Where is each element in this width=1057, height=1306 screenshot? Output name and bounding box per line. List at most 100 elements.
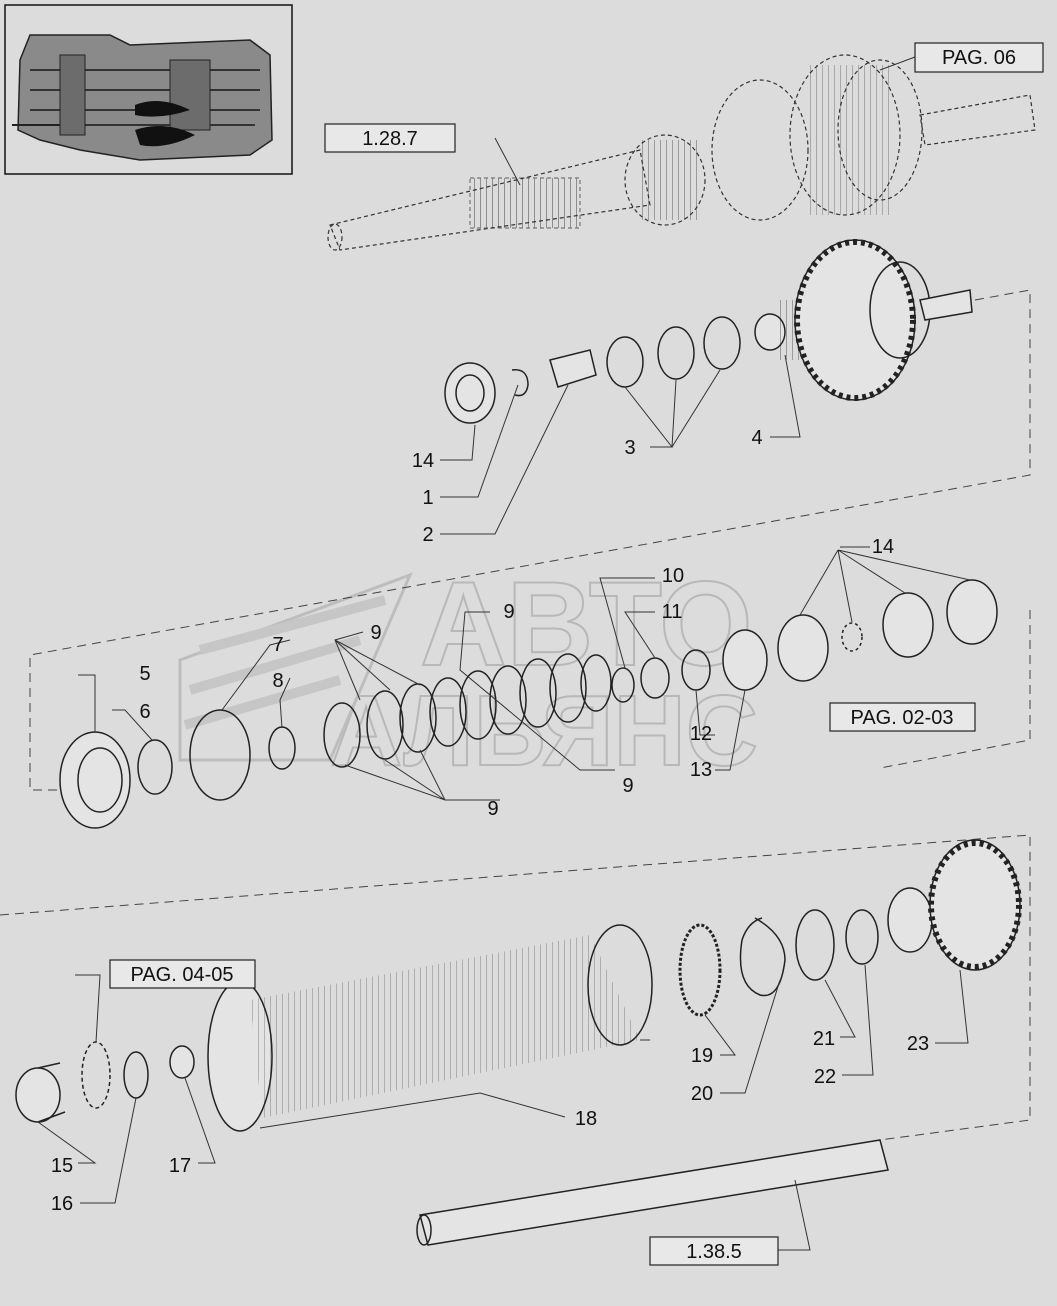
callout-5[interactable]: 5	[139, 663, 150, 685]
gear-23-teeth	[928, 840, 1022, 970]
drum-output-shaft	[919, 94, 1036, 146]
callout-22[interactable]: 22	[814, 1066, 836, 1088]
ref-box-pag0203[interactable]: PAG. 02-03	[829, 702, 976, 732]
ref-box-pag06-frame	[914, 42, 1044, 73]
callout-6[interactable]: 6	[139, 701, 150, 723]
callout-9-bottom-left[interactable]: 9	[487, 798, 498, 820]
output-shaft	[419, 1139, 889, 1246]
callout-9-bottom-right[interactable]: 9	[622, 775, 633, 797]
ref-box-1287-frame	[324, 123, 456, 153]
highlighted-clutch-area	[135, 101, 195, 147]
ref-box-pag0203-frame	[829, 702, 976, 732]
disc-9f	[489, 665, 527, 735]
gear-4-shaft	[919, 289, 973, 321]
clutch-plate-18-last	[587, 924, 653, 1046]
callout-15[interactable]: 15	[51, 1155, 73, 1177]
clutch-pack-parts	[59, 579, 998, 829]
disc-9e	[459, 670, 497, 740]
bearing-15-edges	[37, 1062, 66, 1123]
seal-5-inner	[77, 747, 123, 813]
leader-lines	[37, 56, 971, 1251]
ref-box-pag06[interactable]: PAG. 06	[914, 42, 1044, 73]
callout-23[interactable]: 23	[907, 1033, 929, 1055]
callout-1[interactable]: 1	[422, 487, 433, 509]
transmission-section-b	[169, 59, 211, 131]
bearing-14d	[946, 579, 998, 645]
shim-3b	[657, 326, 695, 380]
callout-3[interactable]: 3	[624, 437, 635, 459]
snap-ring-1	[511, 369, 529, 397]
ref-pag0405-text: PAG. 04-05	[130, 964, 233, 986]
lower-clutch-parts	[15, 839, 1022, 1246]
callout-12[interactable]: 12	[690, 723, 712, 745]
ref-box-1385-frame	[649, 1236, 779, 1266]
hub-23	[887, 887, 933, 953]
output-shaft-end	[416, 1214, 432, 1246]
ref-1287-text: 1.28.7	[362, 128, 418, 150]
ref-pag06-text: PAG. 06	[942, 47, 1016, 69]
callout-9-top-right[interactable]: 9	[503, 601, 514, 623]
callout-16[interactable]: 16	[51, 1193, 73, 1215]
shim-pag0405	[81, 1041, 111, 1109]
callout-4[interactable]: 4	[751, 427, 762, 449]
snap-ring-20	[739, 917, 786, 997]
disc-9h	[549, 653, 587, 723]
nut-17	[169, 1045, 195, 1079]
bearing-14b	[841, 622, 863, 652]
bearing-14a	[777, 614, 829, 682]
bearing-14c	[882, 592, 934, 658]
bushing-2	[549, 349, 597, 388]
disc-9a	[323, 702, 361, 768]
transmission-thumbnail[interactable]	[4, 4, 293, 175]
input-shaft-assembly	[327, 54, 1036, 251]
callout-19[interactable]: 19	[691, 1045, 713, 1067]
callout-18[interactable]: 18	[575, 1108, 597, 1130]
callout-21[interactable]: 21	[813, 1028, 835, 1050]
watermark-logo-stripes	[183, 595, 387, 730]
ref-box-1385[interactable]: 1.38.5	[649, 1236, 779, 1266]
ring-21	[795, 909, 835, 981]
callout-7[interactable]: 7	[272, 634, 283, 656]
bearing-14-upper	[444, 362, 496, 424]
callout-8[interactable]: 8	[272, 670, 283, 692]
assembly-outline-lines	[0, 289, 1031, 1141]
ref-1385-text: 1.38.5	[686, 1241, 742, 1263]
ring-8	[268, 726, 296, 770]
ref-box-pag0405[interactable]: PAG. 04-05	[109, 959, 256, 989]
seal-5	[59, 731, 131, 829]
callout-2[interactable]: 2	[422, 524, 433, 546]
transmission-internals	[30, 69, 260, 126]
watermark-line1: АВТО	[420, 557, 752, 691]
ring-22	[845, 909, 879, 965]
transmission-section-a	[59, 54, 86, 136]
callout-11[interactable]: 11	[662, 601, 683, 623]
watermark: АВТО АЛЬЯНС	[178, 556, 759, 788]
disc-9i	[580, 654, 612, 712]
ring-6	[137, 739, 173, 795]
ring-7	[189, 709, 251, 801]
snap-ring-16	[123, 1051, 149, 1099]
upper-shaft-parts	[444, 239, 973, 424]
bearing-14-upper-inner	[455, 374, 485, 412]
disc-9g	[519, 658, 557, 728]
callout-14-upper[interactable]: 14	[412, 450, 434, 472]
ref-pag0203-text: PAG. 02-03	[850, 707, 953, 729]
shim-3a	[606, 336, 644, 388]
input-shaft-splines	[469, 177, 581, 229]
disc-9b	[366, 690, 404, 760]
input-shaft-gear	[624, 134, 706, 226]
disc-9d	[429, 677, 467, 747]
callout-17[interactable]: 17	[169, 1155, 191, 1177]
ref-box-pag0405-frame	[109, 959, 256, 989]
callout-14-lower[interactable]: 14	[872, 536, 894, 558]
ref-box-1287[interactable]: 1.28.7	[324, 123, 456, 153]
drum-teeth	[805, 65, 890, 215]
callout-20[interactable]: 20	[691, 1083, 713, 1105]
plate-19	[678, 923, 722, 1017]
callout-10[interactable]: 10	[662, 565, 684, 587]
gear-4-teeth	[794, 239, 916, 401]
callout-13[interactable]: 13	[690, 759, 712, 781]
callout-9-top-left[interactable]: 9	[370, 622, 381, 644]
